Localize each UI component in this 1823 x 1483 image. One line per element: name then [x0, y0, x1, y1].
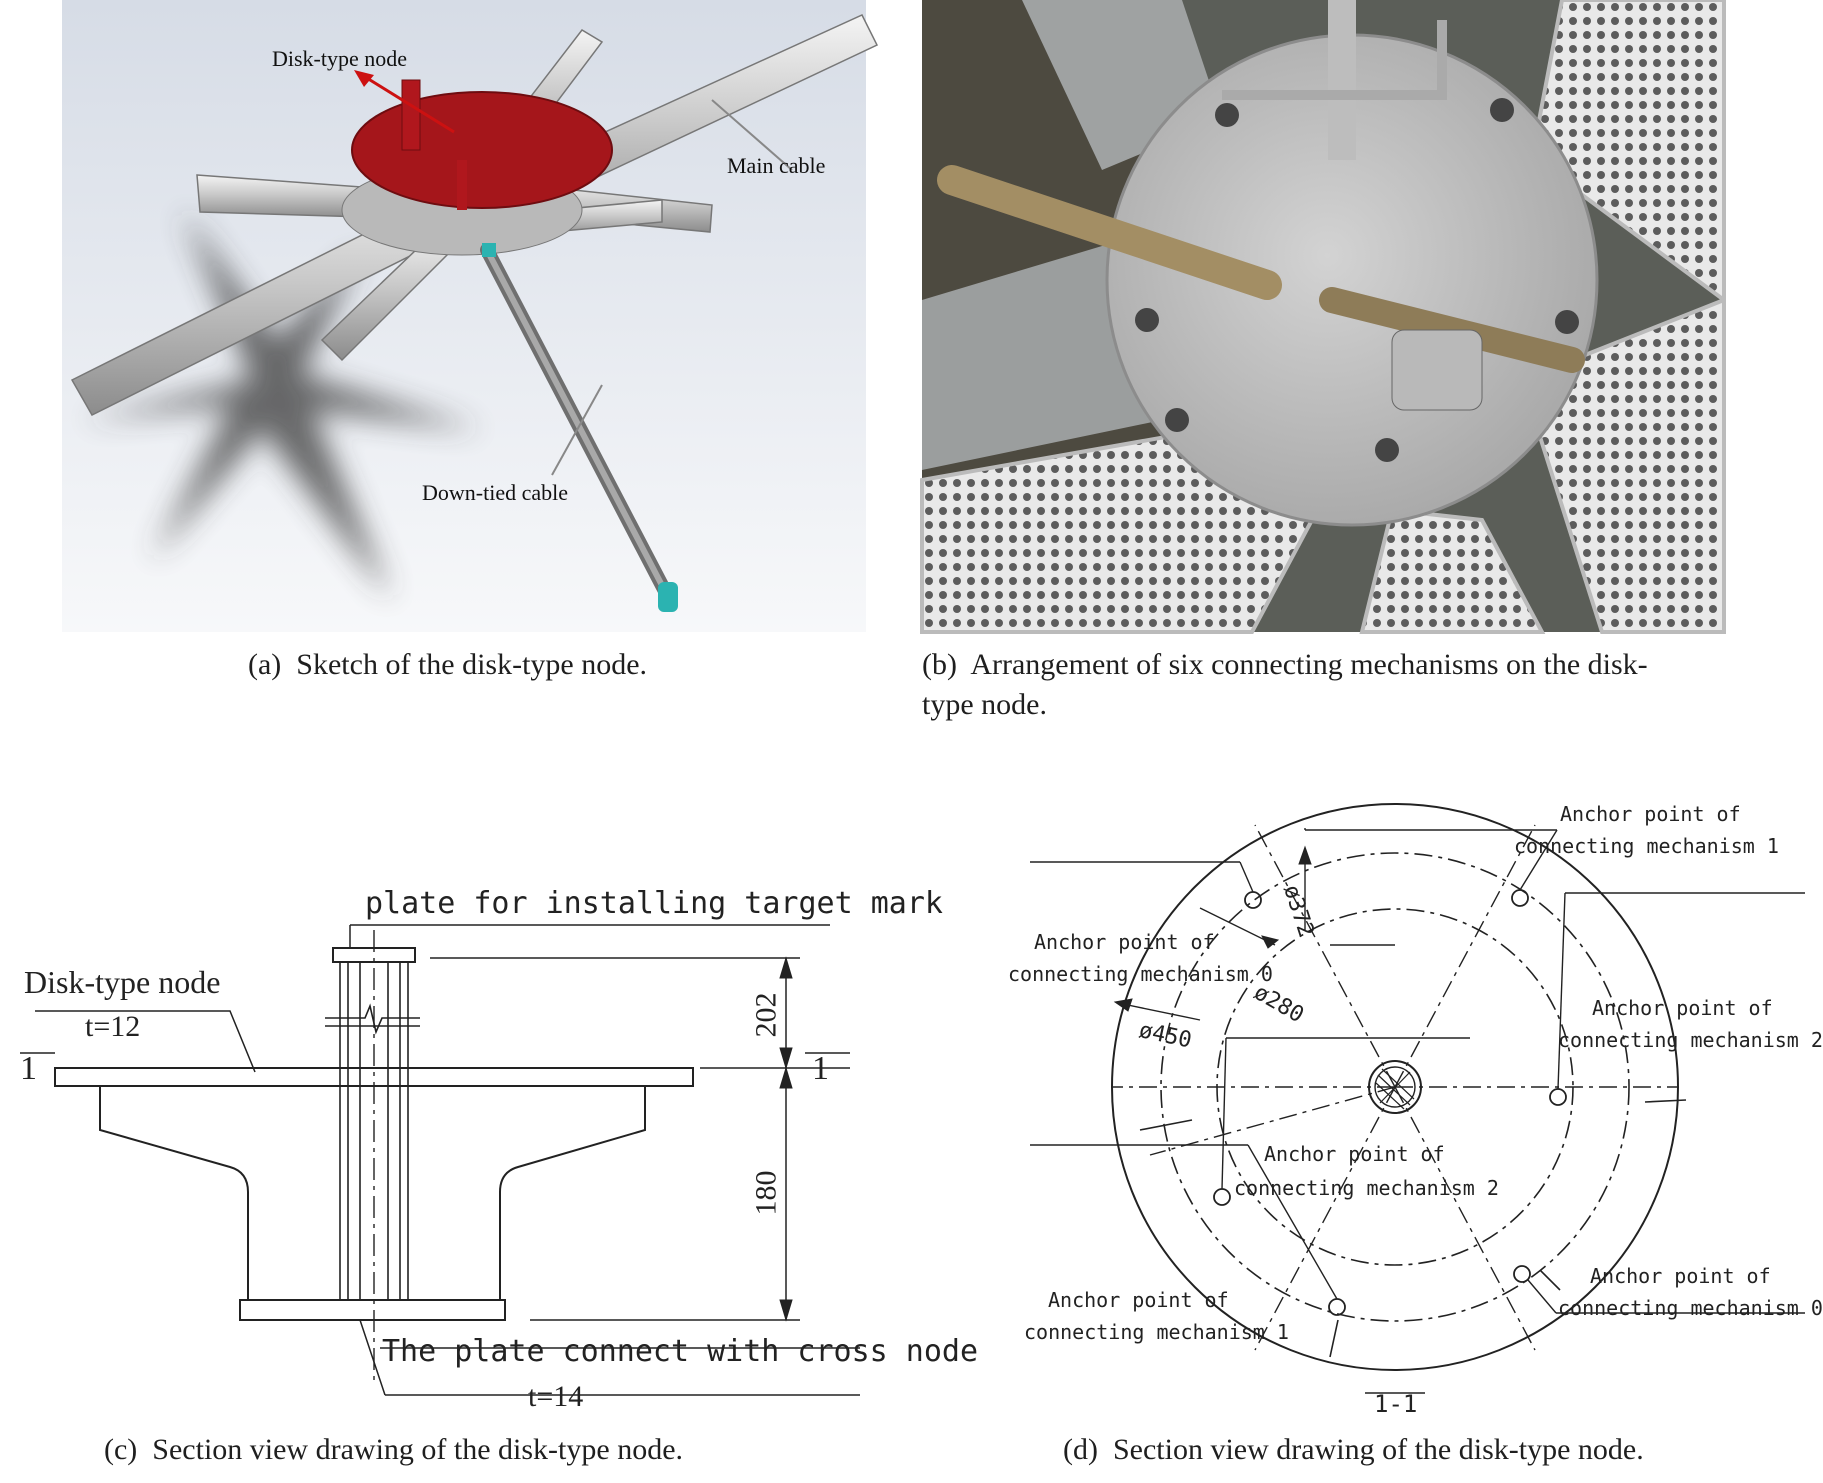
label-down-tied-cable: Down-tied cable: [422, 480, 568, 505]
disk-node-render: Disk-type node Main cable Down-tied cabl…: [62, 0, 879, 632]
label-disk-type-node: Disk-type node: [272, 46, 407, 71]
section-mark-left: 1: [20, 1050, 37, 1087]
panel-c-section: plate for installing target mark Disk-ty…: [0, 880, 978, 1420]
caption-b: (b) Arrangement of six connecting mechan…: [922, 645, 1742, 725]
dim-180: 180: [749, 1170, 783, 1216]
panel-a-sketch: Disk-type node Main cable Down-tied cabl…: [62, 0, 879, 632]
caption-d-tag: (d): [1063, 1433, 1098, 1466]
label-plate-bottom: The plate connect with cross node: [382, 1334, 979, 1369]
caption-d: (d) Section view drawing of the disk-typ…: [1063, 1430, 1644, 1470]
caption-d-text: Section view drawing of the disk-type no…: [1112, 1433, 1644, 1466]
anchor-1-bottom-l1: Anchor point of: [1048, 1288, 1229, 1312]
caption-c-text: Section view drawing of the disk-type no…: [152, 1433, 684, 1466]
label-t14: t=14: [528, 1380, 584, 1413]
anchor-1-bottom-l2: connecting mechanism 1: [1024, 1320, 1289, 1344]
caption-a-tag: (a): [248, 648, 282, 681]
panel-d-plan: Anchor point of connecting mechanism 1 A…: [1000, 790, 1823, 1430]
caption-b-line2: type node.: [922, 688, 1047, 721]
label-main-cable: Main cable: [727, 153, 825, 178]
anchor-1-top-l1: Anchor point of: [1560, 802, 1741, 826]
anchor-0-left-l2: connecting mechanism 0: [1008, 962, 1273, 986]
anchor-2-right-l1: Anchor point of: [1592, 996, 1773, 1020]
section-drawing-d: [1030, 803, 1805, 1394]
anchor-0-right-l2: connecting mechanism 0: [1558, 1296, 1823, 1320]
anchor-2-mid-l2: connecting mechanism 2: [1234, 1176, 1499, 1200]
label-t12: t=12: [85, 1010, 141, 1043]
anchor-2-right-l2: connecting mechanism 2: [1558, 1028, 1823, 1052]
caption-a-text: Sketch of the disk-type node.: [296, 648, 648, 681]
caption-a: (a) Sketch of the disk-type node.: [248, 645, 647, 685]
caption-c-tag: (c): [104, 1433, 138, 1466]
section-mark-right: 1: [812, 1050, 829, 1087]
anchor-2-mid-l1: Anchor point of: [1264, 1142, 1445, 1166]
caption-b-line1: Arrangement of six connecting mechanisms…: [970, 648, 1648, 681]
section-drawing-c: [20, 924, 860, 1396]
section-label-1-1: 1-1: [1374, 1390, 1418, 1418]
panel-b-photo: [920, 0, 1726, 634]
anchor-0-left-l1: Anchor point of: [1034, 930, 1215, 954]
dim-202: 202: [749, 992, 783, 1038]
disk-node-photo: [920, 0, 1726, 634]
label-plate-top: plate for installing target mark: [365, 886, 943, 921]
caption-b-tag: (b): [922, 648, 957, 681]
anchor-0-right-l1: Anchor point of: [1590, 1264, 1771, 1288]
caption-c: (c) Section view drawing of the disk-typ…: [104, 1430, 683, 1470]
label-disk-node: Disk-type node: [24, 964, 221, 1000]
anchor-1-top-l2: connecting mechanism 1: [1514, 834, 1779, 858]
